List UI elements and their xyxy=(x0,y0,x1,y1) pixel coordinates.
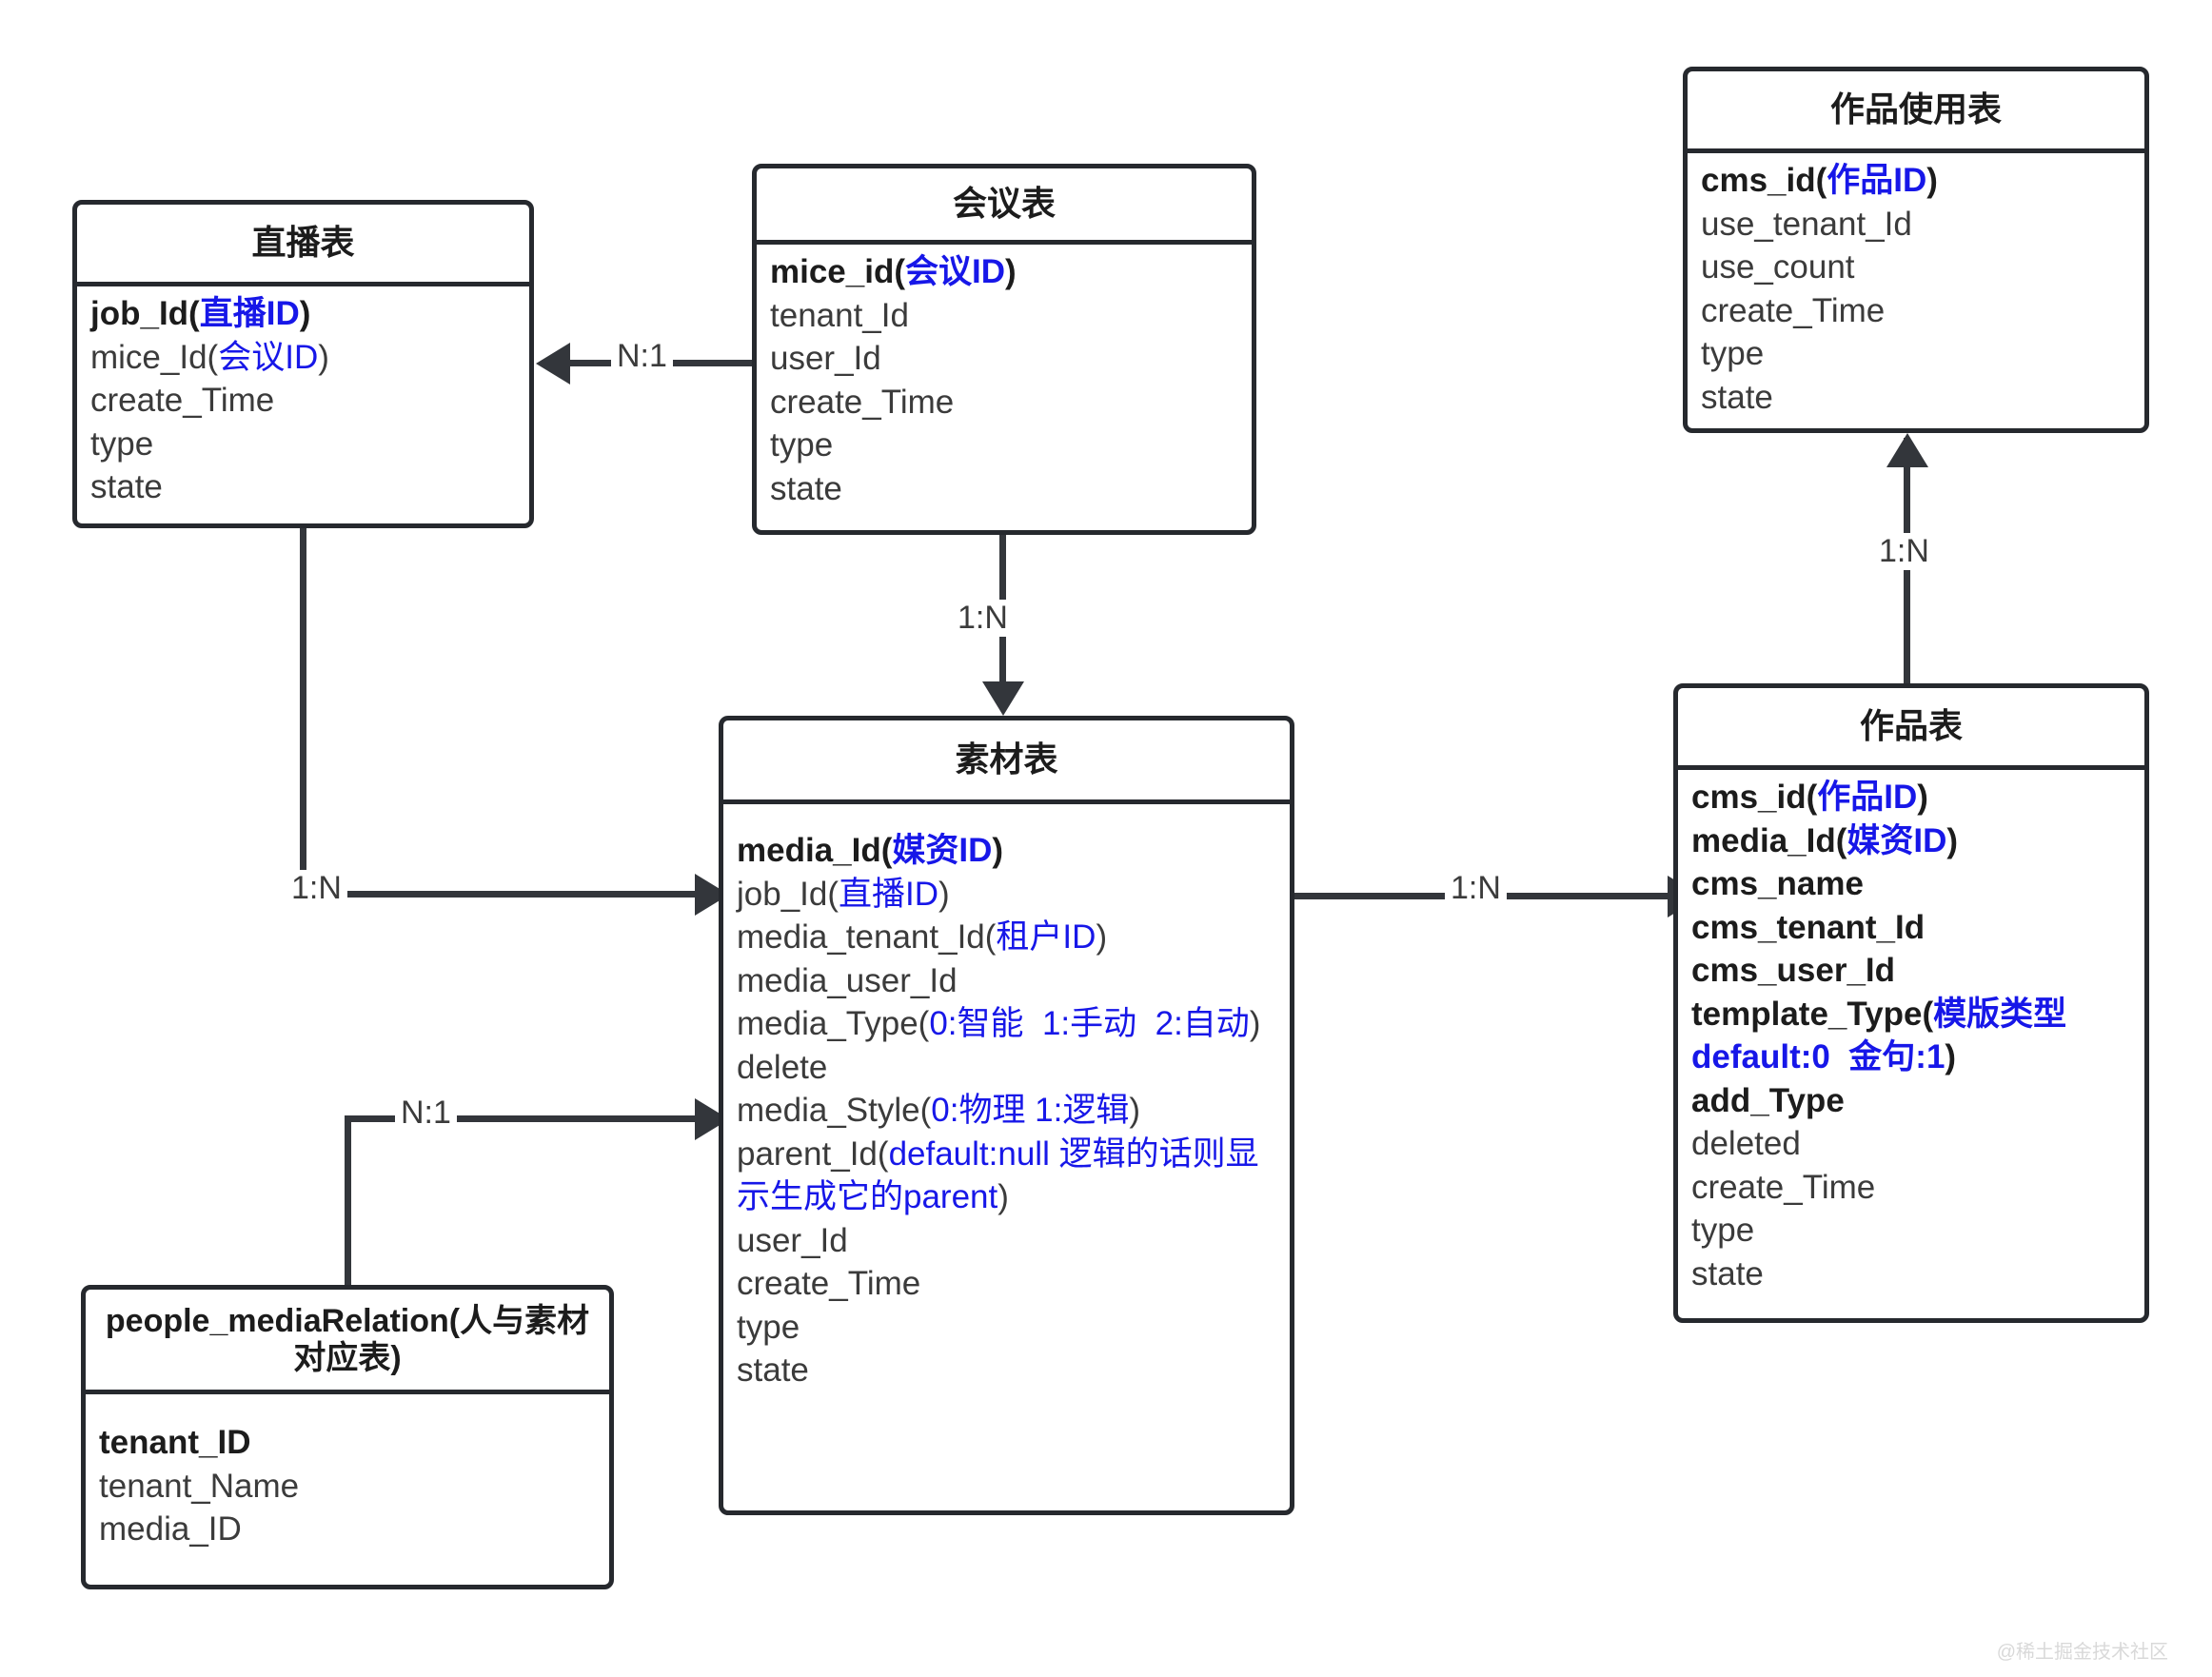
field-media-type: media_Type(0:智能 1:手动 2:自动) xyxy=(737,1005,1261,1042)
field-media-style: media_Style(0:物理 1:逻辑) xyxy=(737,1092,1141,1129)
entity-people-media-relation-table[interactable]: people_mediaRelation(人与素材对应表) tenant_ID … xyxy=(81,1285,614,1589)
field-type: type xyxy=(1701,335,1765,372)
entity-media-fields: media_Id(媒资ID) job_Id(直播ID) media_tenant… xyxy=(723,804,1290,1402)
field-tenant-name: tenant_Name xyxy=(99,1467,300,1505)
entity-live-table[interactable]: 直播表 job_Id(直播ID) mice_Id(会议ID) create_Ti… xyxy=(72,200,534,528)
entity-cms-usage-table[interactable]: 作品使用表 cms_id(作品ID) use_tenant_Id use_cou… xyxy=(1683,67,2149,433)
field-add-type: add_Type xyxy=(1691,1081,1845,1119)
field-cms-id: cms_id(作品ID) xyxy=(1701,162,1938,199)
field-state: state xyxy=(1701,378,1773,416)
edge-label-meeting-media: 1:N xyxy=(952,600,1014,637)
field-media-id: media_Id(媒资ID) xyxy=(1691,821,1959,859)
edge-relation-media-vertical xyxy=(345,1115,351,1287)
field-use-tenant-id: use_tenant_Id xyxy=(1701,205,1912,243)
arrow-meeting-to-live xyxy=(536,343,570,385)
field-job-id: job_Id(直播ID) xyxy=(737,875,950,913)
field-job-id: job_Id(直播ID) xyxy=(90,295,311,332)
field-type: type xyxy=(770,426,834,464)
field-cms-name: cms_name xyxy=(1691,865,1864,902)
edge-label-media-cms: 1:N xyxy=(1445,870,1507,907)
entity-people-media-relation-title: people_mediaRelation(人与素材对应表) xyxy=(86,1290,609,1394)
entity-meeting-title: 会议表 xyxy=(757,168,1252,245)
field-create-time: create_Time xyxy=(770,383,955,421)
entity-meeting-table[interactable]: 会议表 mice_id(会议ID) tenant_Id user_Id crea… xyxy=(752,164,1256,535)
field-state: state xyxy=(1691,1254,1764,1292)
field-tenant-id: tenant_ID xyxy=(99,1424,251,1461)
field-create-time: create_Time xyxy=(90,382,275,419)
field-type: type xyxy=(737,1308,800,1346)
field-delete: delete xyxy=(737,1048,828,1086)
field-parent-id: parent_Id(default:null 逻辑的话则显示生成它的parent… xyxy=(737,1134,1259,1216)
field-state: state xyxy=(737,1351,809,1389)
field-state: state xyxy=(90,468,163,505)
field-mice-id: mice_id(会议ID) xyxy=(770,253,1017,290)
edge-label-meeting-live: N:1 xyxy=(611,338,673,375)
field-media-id: media_Id(媒资ID) xyxy=(737,832,1004,869)
field-media-user-id: media_user_Id xyxy=(737,961,958,999)
field-type: type xyxy=(1691,1212,1755,1249)
edge-label-cms-usage: 1:N xyxy=(1873,533,1935,570)
field-use-count: use_count xyxy=(1701,248,1855,286)
entity-media-title: 素材表 xyxy=(723,720,1290,804)
field-create-time: create_Time xyxy=(1701,291,1886,329)
field-media-tenant-id: media_tenant_Id(租户ID) xyxy=(737,918,1108,956)
entity-cms-fields: cms_id(作品ID) media_Id(媒资ID) cms_name cms… xyxy=(1678,770,2144,1305)
field-user-id: user_Id xyxy=(737,1221,848,1259)
field-state: state xyxy=(770,469,842,507)
field-cms-id: cms_id(作品ID) xyxy=(1691,779,1928,816)
field-template-type: template_Type(模版类型default:0 金句:1) xyxy=(1691,995,2067,1076)
field-user-id: user_Id xyxy=(770,340,881,377)
field-type: type xyxy=(90,424,154,463)
arrow-meeting-to-media xyxy=(982,681,1024,716)
edge-label-relation-media: N:1 xyxy=(395,1095,457,1132)
field-deleted: deleted xyxy=(1691,1125,1801,1162)
entity-live-fields: job_Id(直播ID) mice_Id(会议ID) create_Time t… xyxy=(77,286,529,519)
field-tenant-id: tenant_Id xyxy=(770,296,909,334)
entity-people-media-relation-fields: tenant_ID tenant_Name media_ID xyxy=(86,1394,609,1561)
field-cms-user-id: cms_user_Id xyxy=(1691,952,1896,989)
entity-cms-table[interactable]: 作品表 cms_id(作品ID) media_Id(媒资ID) cms_name… xyxy=(1673,683,2149,1323)
entity-cms-usage-title: 作品使用表 xyxy=(1688,71,2144,153)
entity-cms-usage-fields: cms_id(作品ID) use_tenant_Id use_count cre… xyxy=(1688,153,2144,428)
edge-relation-media-horizontal xyxy=(345,1115,719,1122)
field-create-time: create_Time xyxy=(737,1265,921,1302)
field-mice-id: mice_Id(会议ID) xyxy=(90,338,329,376)
field-media-id: media_ID xyxy=(99,1510,242,1548)
field-create-time: create_Time xyxy=(1691,1168,1876,1206)
entity-cms-title: 作品表 xyxy=(1678,688,2144,770)
entity-live-title: 直播表 xyxy=(77,205,529,286)
entity-meeting-fields: mice_id(会议ID) tenant_Id user_Id create_T… xyxy=(757,245,1252,520)
arrow-cms-to-usage xyxy=(1886,433,1928,467)
edge-live-media-vertical xyxy=(300,525,306,897)
entity-media-table[interactable]: 素材表 media_Id(媒资ID) job_Id(直播ID) media_te… xyxy=(719,716,1294,1515)
edge-live-media-horizontal xyxy=(300,891,719,898)
watermark-text: @稀土掘金技术社区 xyxy=(1996,1642,2168,1663)
field-cms-tenant-id: cms_tenant_Id xyxy=(1691,908,1926,946)
edge-label-live-media: 1:N xyxy=(286,870,347,907)
